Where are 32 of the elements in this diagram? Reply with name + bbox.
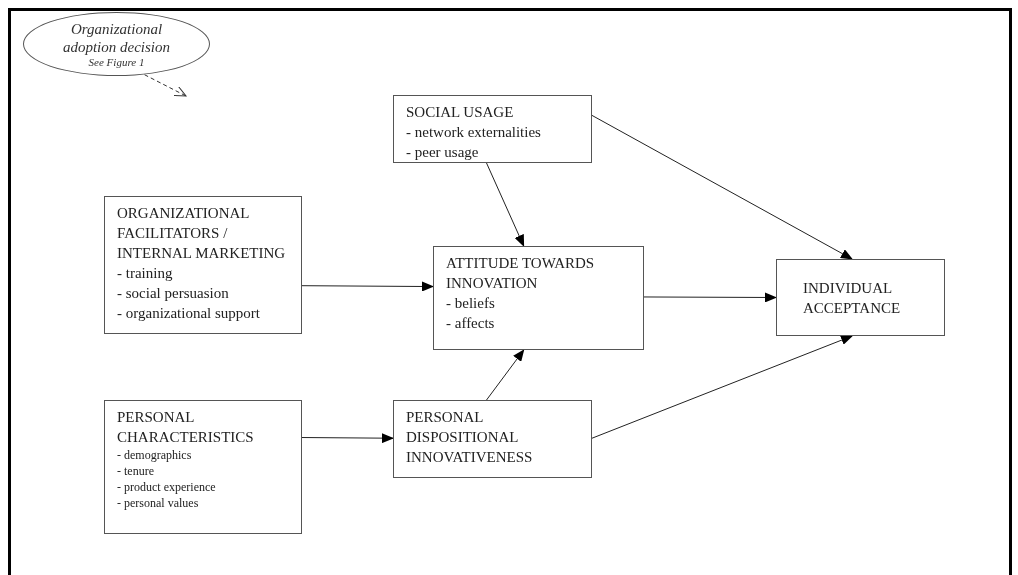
bullet-item: - social persuasion: [117, 284, 230, 303]
arrow: [591, 335, 853, 439]
concept-box: [393, 95, 592, 163]
box-heading: SOCIAL USAGE: [406, 103, 515, 122]
box-heading: INDIVIDUAL ACCEPTANCE: [803, 278, 902, 318]
concept-box: [393, 400, 592, 478]
arrow: [486, 349, 525, 401]
box-heading: ATTITUDE TOWARDS INNOVATION: [446, 254, 596, 293]
node-text: Organizational adoption decision: [61, 19, 172, 56]
bullet-item: - personal values: [117, 495, 200, 511]
node-text: See Figure 1: [88, 55, 145, 69]
box-heading: ORGANIZATIONAL FACILITATORS / INTERNAL MARKETING: [117, 204, 287, 263]
concept-box: [433, 246, 644, 350]
bullet-item: - network externalities: [406, 123, 542, 142]
arrow: [301, 433, 394, 444]
bullet-item: - organizational support: [117, 304, 262, 323]
bullet-item: - tenure: [117, 463, 155, 479]
concept-box: [776, 259, 945, 336]
bullet-item: - product experience: [117, 479, 217, 495]
box-heading: PERSONAL DISPOSITIONAL INNOVATIVENESS: [406, 408, 534, 467]
bullet-item: - demographics: [117, 447, 193, 463]
concept-box: [104, 196, 302, 334]
bullet-item: - peer usage: [406, 143, 480, 162]
bullet-item: - affects: [446, 314, 496, 333]
arrow: [643, 292, 777, 303]
box-heading: PERSONAL CHARACTERISTICS: [117, 408, 255, 447]
arrow: [591, 114, 853, 260]
concept-box: [104, 400, 302, 534]
arrow: [301, 281, 434, 292]
bullet-item: - training: [117, 264, 174, 283]
arrow: [486, 162, 525, 247]
bullet-item: - beliefs: [446, 294, 496, 313]
